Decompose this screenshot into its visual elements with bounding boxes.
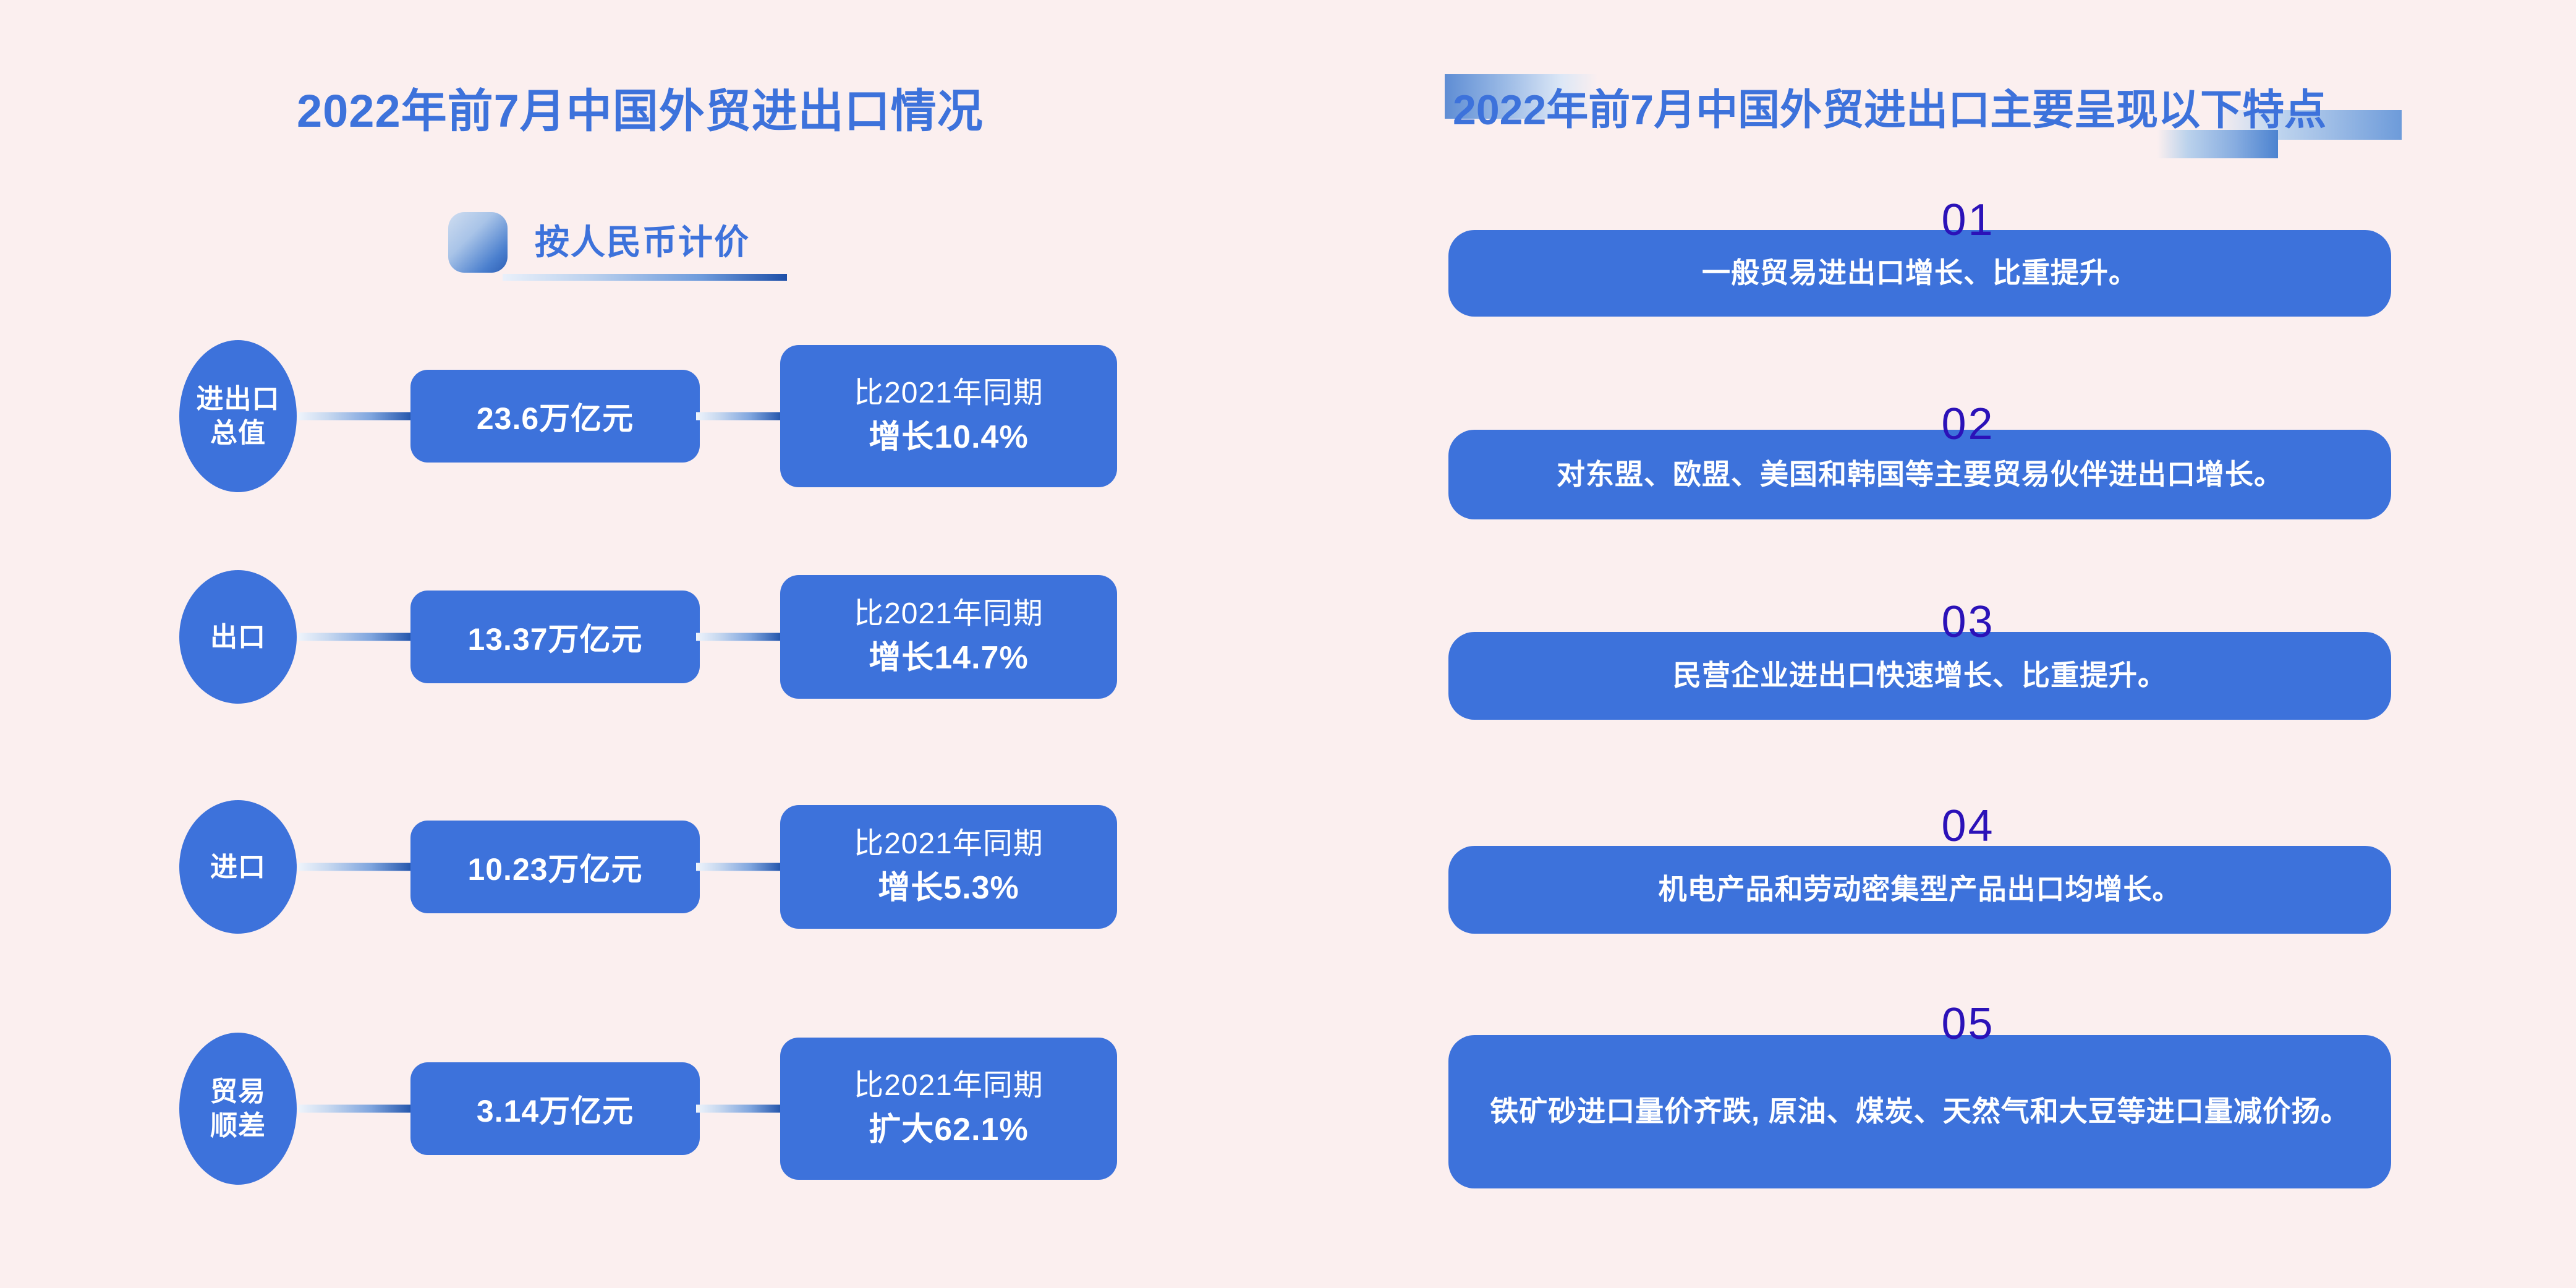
metric-category-line: 顺差 [210, 1111, 266, 1141]
feature-number: 01 [1941, 195, 1995, 245]
feature-item: 05 铁矿砂进口量价齐跌, 原油、煤炭、天然气和大豆等进口量减价扬。 [1360, 1002, 2576, 1200]
connector-line-left [298, 1104, 415, 1113]
metric-category-line: 进口 [210, 851, 266, 882]
feature-number: 04 [1941, 801, 1995, 851]
left-panel: 2022年前7月中国外贸进出口情况 按人民币计价 进出口 总值 23.6万亿元 … [179, 85, 1117, 1185]
badge-underline-divider [503, 274, 787, 281]
metric-change-value: 扩大62.1% [869, 1112, 1029, 1148]
feature-card: 铁矿砂进口量价齐跌, 原油、煤炭、天然气和大豆等进口量减价扬。 [1448, 1035, 2391, 1188]
metric-change-value: 增长5.3% [878, 870, 1019, 906]
metric-value-box: 23.6万亿元 [410, 370, 700, 463]
metric-change-value: 增长10.4% [869, 419, 1029, 456]
rounded-square-gradient-icon [448, 212, 508, 273]
feature-item: 04 机电产品和劳动密集型产品出口均增长。 [1360, 804, 2576, 940]
left-panel-title: 2022年前7月中国外贸进出口情况 [297, 85, 984, 137]
metric-compare-label: 比2021年同期 [854, 597, 1044, 630]
metric-value-box: 10.23万亿元 [410, 821, 700, 913]
feature-card: 机电产品和劳动密集型产品出口均增长。 [1448, 846, 2391, 934]
feature-card: 对东盟、欧盟、美国和韩国等主要贸易伙伴进出口增长。 [1448, 430, 2391, 519]
metric-category-line: 贸易 [210, 1077, 266, 1107]
connector-line-right [696, 863, 784, 871]
metric-change-box: 比2021年同期 增长10.4% [780, 345, 1117, 487]
feature-item: 03 民营企业进出口快速增长、比重提升。 [1360, 600, 2576, 736]
metric-compare-label: 比2021年同期 [854, 1068, 1044, 1102]
connector-line-right [696, 633, 784, 641]
metric-compare-label: 比2021年同期 [854, 376, 1044, 409]
connector-line-right [696, 412, 784, 420]
metric-category-ellipse: 进出口 总值 [179, 340, 297, 492]
decorative-bar-right-lower [2157, 130, 2278, 158]
feature-item: 01 一般贸易进出口增长、比重提升。 [1360, 198, 2576, 334]
metric-value-box: 3.14万亿元 [410, 1062, 700, 1155]
feature-card: 一般贸易进出口增长、比重提升。 [1448, 230, 2391, 317]
connector-line-left [298, 633, 415, 641]
right-panel: 2022年前7月中国外贸进出口主要呈现以下特点 01 一般贸易进出口增长、比重提… [1360, 0, 2576, 1288]
connector-line-left [298, 412, 415, 420]
metric-category-line: 进出口 [196, 384, 280, 414]
metric-change-box: 比2021年同期 增长14.7% [780, 575, 1117, 699]
right-panel-title: 2022年前7月中国外贸进出口主要呈现以下特点 [1453, 87, 2327, 134]
feature-card: 民营企业进出口快速增长、比重提升。 [1448, 632, 2391, 720]
metric-category-line: 出口 [210, 621, 266, 652]
feature-number: 05 [1941, 999, 1995, 1049]
metric-value-box: 13.37万亿元 [410, 591, 700, 683]
metric-category-line: 总值 [210, 418, 266, 448]
decorative-bar-left [1445, 74, 1598, 119]
feature-number: 03 [1941, 597, 1995, 647]
metric-category-ellipse: 进口 [179, 800, 297, 934]
metric-change-box: 比2021年同期 增长5.3% [780, 805, 1117, 929]
connector-line-right [696, 1104, 784, 1113]
metric-change-value: 增长14.7% [869, 640, 1029, 676]
metric-change-box: 比2021年同期 扩大62.1% [780, 1038, 1117, 1180]
metric-compare-label: 比2021年同期 [854, 827, 1044, 860]
metric-category-ellipse: 贸易 顺差 [179, 1033, 297, 1185]
currency-badge-label: 按人民币计价 [535, 223, 750, 262]
right-panel-header: 2022年前7月中国外贸进出口主要呈现以下特点 [1360, 62, 2576, 198]
feature-item: 02 对东盟、欧盟、美国和韩国等主要贸易伙伴进出口增长。 [1360, 402, 2576, 538]
connector-line-left [298, 863, 415, 871]
feature-number: 02 [1941, 399, 1995, 449]
metric-category-ellipse: 出口 [179, 570, 297, 704]
currency-badge: 按人民币计价 [448, 207, 794, 281]
